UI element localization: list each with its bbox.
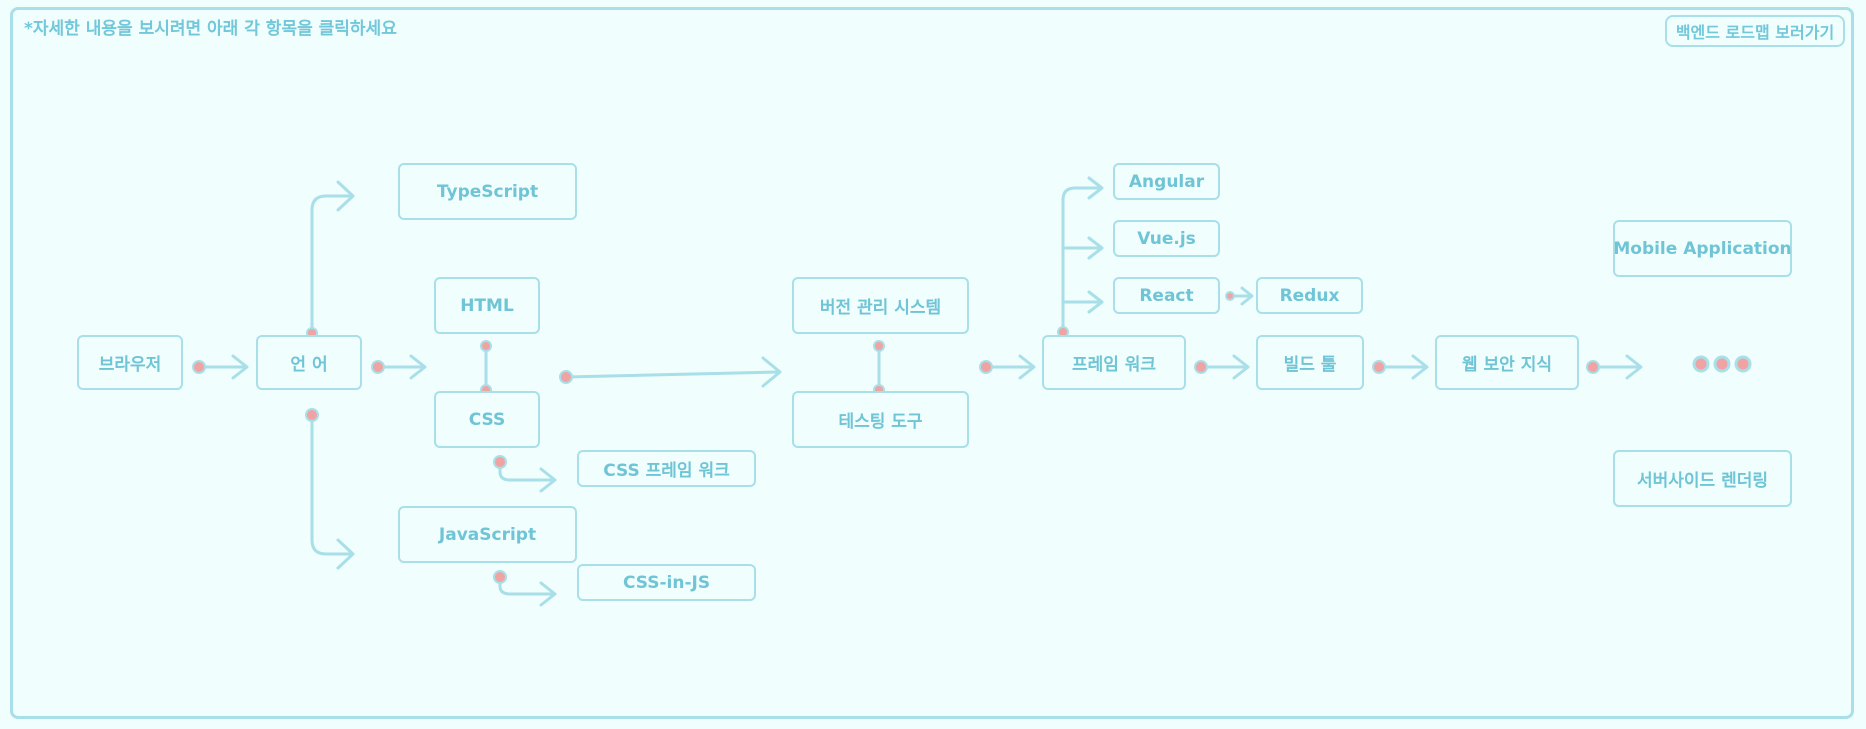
arrowhead xyxy=(1087,176,1104,200)
connector-dot xyxy=(192,360,206,374)
node-css-framework[interactable]: CSS 프레임 워크 xyxy=(577,450,756,487)
node-angular[interactable]: Angular xyxy=(1113,163,1220,200)
arrowhead xyxy=(1087,236,1104,260)
node-html[interactable]: HTML xyxy=(434,277,540,334)
connector-dot xyxy=(979,360,993,374)
node-web-security[interactable]: 웹 보안 지식 xyxy=(1435,335,1579,390)
connector-dot xyxy=(1194,360,1208,374)
arrowhead xyxy=(539,581,557,607)
node-build-tool[interactable]: 빌드 툴 xyxy=(1256,335,1364,390)
connector-dot xyxy=(1586,360,1600,374)
edge-framework-stem xyxy=(1061,186,1102,334)
edge-to-vcs xyxy=(564,370,780,379)
connector-dot xyxy=(493,570,507,584)
connector-dot xyxy=(493,455,507,469)
connector-dot xyxy=(371,360,385,374)
arrowhead xyxy=(1625,354,1643,380)
node-mobile-app[interactable]: Mobile Application xyxy=(1613,220,1792,277)
edge-js-cssinjs xyxy=(498,575,555,596)
more-ellipsis-icon xyxy=(1692,355,1752,373)
node-javascript[interactable]: JavaScript xyxy=(398,506,577,563)
node-redux[interactable]: Redux xyxy=(1256,277,1363,314)
connector-dot xyxy=(559,370,573,384)
node-css-in-js[interactable]: CSS-in-JS xyxy=(577,564,756,601)
connector-dot xyxy=(1372,360,1386,374)
arrowhead xyxy=(1018,354,1036,380)
edge-language-javascript xyxy=(310,413,352,556)
backend-roadmap-button[interactable]: 백엔드 로드맵 보러가기 xyxy=(1665,15,1845,47)
node-testing[interactable]: 테스팅 도구 xyxy=(792,391,969,448)
arrowhead xyxy=(1411,354,1429,380)
click-hint: *자세한 내용을 보시려면 아래 각 항목을 클릭하세요 xyxy=(24,19,397,39)
connector-dot xyxy=(305,408,319,422)
arrowhead xyxy=(409,354,427,380)
edge-css-framework xyxy=(498,460,555,482)
connector-dot xyxy=(480,340,492,352)
arrowhead xyxy=(1087,290,1104,314)
node-react[interactable]: React xyxy=(1113,277,1220,314)
node-css[interactable]: CSS xyxy=(434,391,540,448)
edge-language-typescript xyxy=(310,194,352,335)
arrowhead xyxy=(336,538,355,570)
arrowhead xyxy=(761,356,782,388)
arrowhead xyxy=(1240,286,1254,306)
arrowhead xyxy=(336,180,355,212)
node-vcs[interactable]: 버전 관리 시스템 xyxy=(792,277,969,334)
node-framework[interactable]: 프레임 워크 xyxy=(1042,335,1186,390)
arrowhead xyxy=(1232,354,1250,380)
node-vue[interactable]: Vue.js xyxy=(1113,220,1220,257)
connector-dot xyxy=(1225,291,1235,301)
arrowhead xyxy=(231,354,249,380)
node-typescript[interactable]: TypeScript xyxy=(398,163,577,220)
node-browser[interactable]: 브라우저 xyxy=(77,335,183,390)
connector-dot xyxy=(873,340,885,352)
node-ssr[interactable]: 서버사이드 렌더링 xyxy=(1613,450,1792,507)
arrowhead xyxy=(539,467,557,493)
node-language[interactable]: 언 어 xyxy=(256,335,362,390)
